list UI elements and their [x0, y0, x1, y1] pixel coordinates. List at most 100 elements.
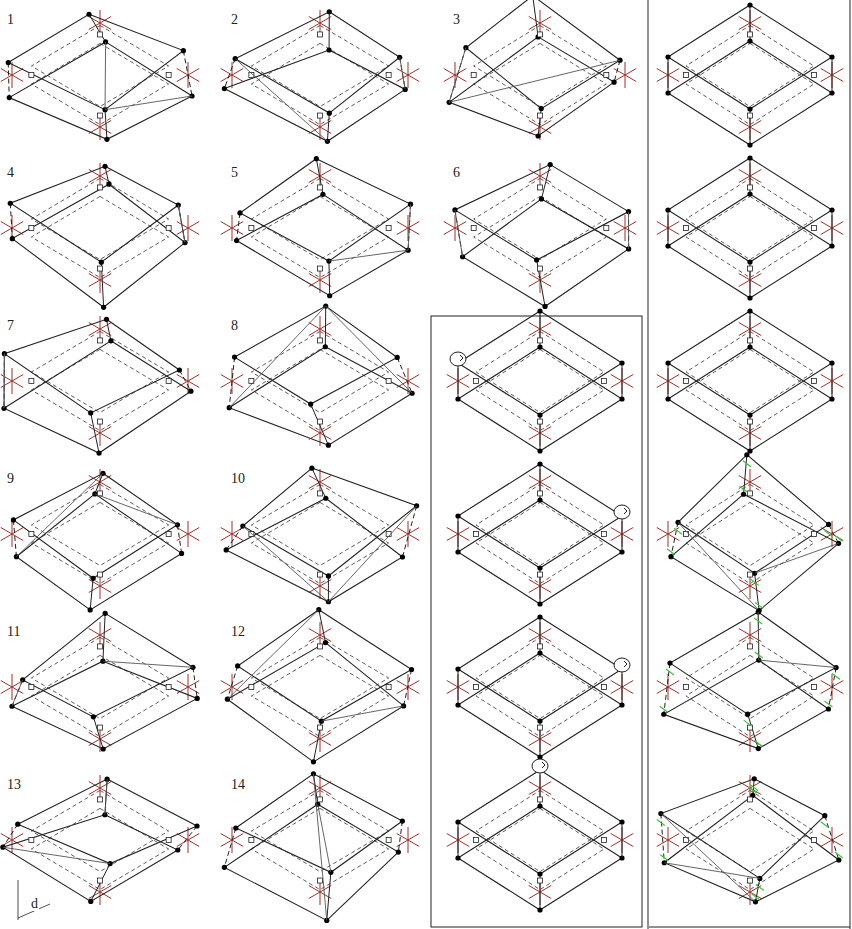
support-star: [89, 782, 112, 795]
support-star: [657, 834, 680, 847]
support-star: [309, 886, 332, 899]
mode-line: [178, 205, 185, 243]
frame-line: [832, 210, 833, 246]
node-dot: [327, 293, 332, 298]
mode-line: [105, 42, 107, 110]
support-star: [177, 528, 200, 541]
green-mark: [743, 461, 751, 467]
frame-line: [312, 468, 326, 498]
solid-frame: [664, 795, 839, 901]
figure-number: 8: [230, 318, 239, 333]
support-star: [177, 528, 200, 541]
node-dot: [455, 666, 460, 671]
figure-number: 12: [230, 624, 246, 639]
support-star: [397, 69, 420, 82]
hinge-square: [601, 838, 606, 843]
solid-frame: [458, 617, 622, 721]
support-star: [309, 733, 332, 746]
mode-line: [759, 660, 836, 667]
node-dot: [747, 142, 752, 147]
hinge-square: [748, 797, 753, 802]
node-dot: [224, 547, 229, 552]
support-star: [309, 886, 332, 899]
hinge-square: [811, 838, 816, 843]
node-dot: [108, 338, 113, 343]
node-dot: [667, 660, 672, 665]
support-star: [89, 629, 112, 642]
solid-frame: [4, 341, 191, 453]
solid-frame: [458, 770, 622, 874]
node-dot: [665, 396, 670, 401]
support-star: [1, 528, 24, 541]
mode-line: [3, 847, 110, 863]
green-mark: [754, 741, 762, 747]
rotation-symbol: [614, 505, 630, 519]
hinge-square: [166, 73, 171, 78]
node-dot: [747, 308, 752, 313]
rotation-symbol: [450, 352, 466, 366]
mode-line: [661, 814, 756, 902]
frame-line: [400, 57, 405, 89]
dashed-frame: [686, 637, 814, 718]
mode-line: [313, 774, 326, 921]
node-dot: [756, 746, 761, 751]
frame-line: [103, 613, 105, 661]
hinge-square: [538, 266, 543, 271]
node-dot: [744, 452, 749, 457]
node-dot: [91, 714, 96, 719]
solid-frame: [3, 815, 178, 902]
frame-line: [178, 205, 185, 243]
hinge-square: [748, 266, 753, 271]
node-dot: [537, 601, 542, 606]
solid-frame: [18, 779, 197, 864]
node-dot: [747, 344, 752, 349]
node-dot: [745, 712, 750, 717]
hinge-square: [811, 685, 816, 690]
support-star: [614, 222, 637, 235]
solid-frame: [229, 347, 412, 445]
support-star: [309, 629, 332, 642]
support-star: [221, 222, 244, 235]
node-dot: [6, 60, 11, 65]
hinge-square: [538, 113, 543, 118]
green-mark: [666, 669, 674, 675]
hinge-square: [98, 113, 103, 118]
node-dot: [233, 825, 238, 830]
node-dot: [537, 614, 542, 619]
support-star: [309, 323, 332, 336]
solid-frame: [671, 494, 839, 610]
node-dot: [747, 2, 752, 7]
hinge-square: [166, 379, 171, 384]
node-dot: [537, 718, 542, 723]
green-mark: [752, 894, 760, 900]
node-dot: [537, 803, 542, 808]
support-star: [444, 69, 467, 82]
mode-line: [449, 60, 620, 102]
support-star: [739, 476, 762, 489]
frame-line: [398, 821, 402, 852]
solid-frame: [668, 158, 832, 262]
hinge-square: [684, 226, 689, 231]
hinge-square: [29, 226, 34, 231]
mode-line: [400, 57, 405, 89]
node-dot: [15, 822, 20, 827]
hinge-square: [538, 419, 543, 424]
figure-number: 9: [6, 471, 15, 486]
node-dot: [409, 667, 414, 672]
dashed-frame: [31, 331, 168, 412]
node-dot: [455, 819, 460, 824]
mode-line: [326, 306, 412, 393]
support-star: [444, 222, 467, 235]
frame-line: [748, 714, 759, 748]
node-dot: [829, 360, 834, 365]
hinge-square: [601, 685, 606, 690]
hinge-square: [538, 797, 543, 802]
node-dot: [537, 650, 542, 655]
frame-line: [758, 612, 760, 660]
solid-frame: [458, 500, 622, 604]
hinge-square: [601, 532, 606, 537]
green-mark: [751, 579, 759, 585]
frame-line: [105, 166, 109, 184]
solid-frame: [668, 194, 832, 298]
mode-line: [178, 205, 185, 243]
